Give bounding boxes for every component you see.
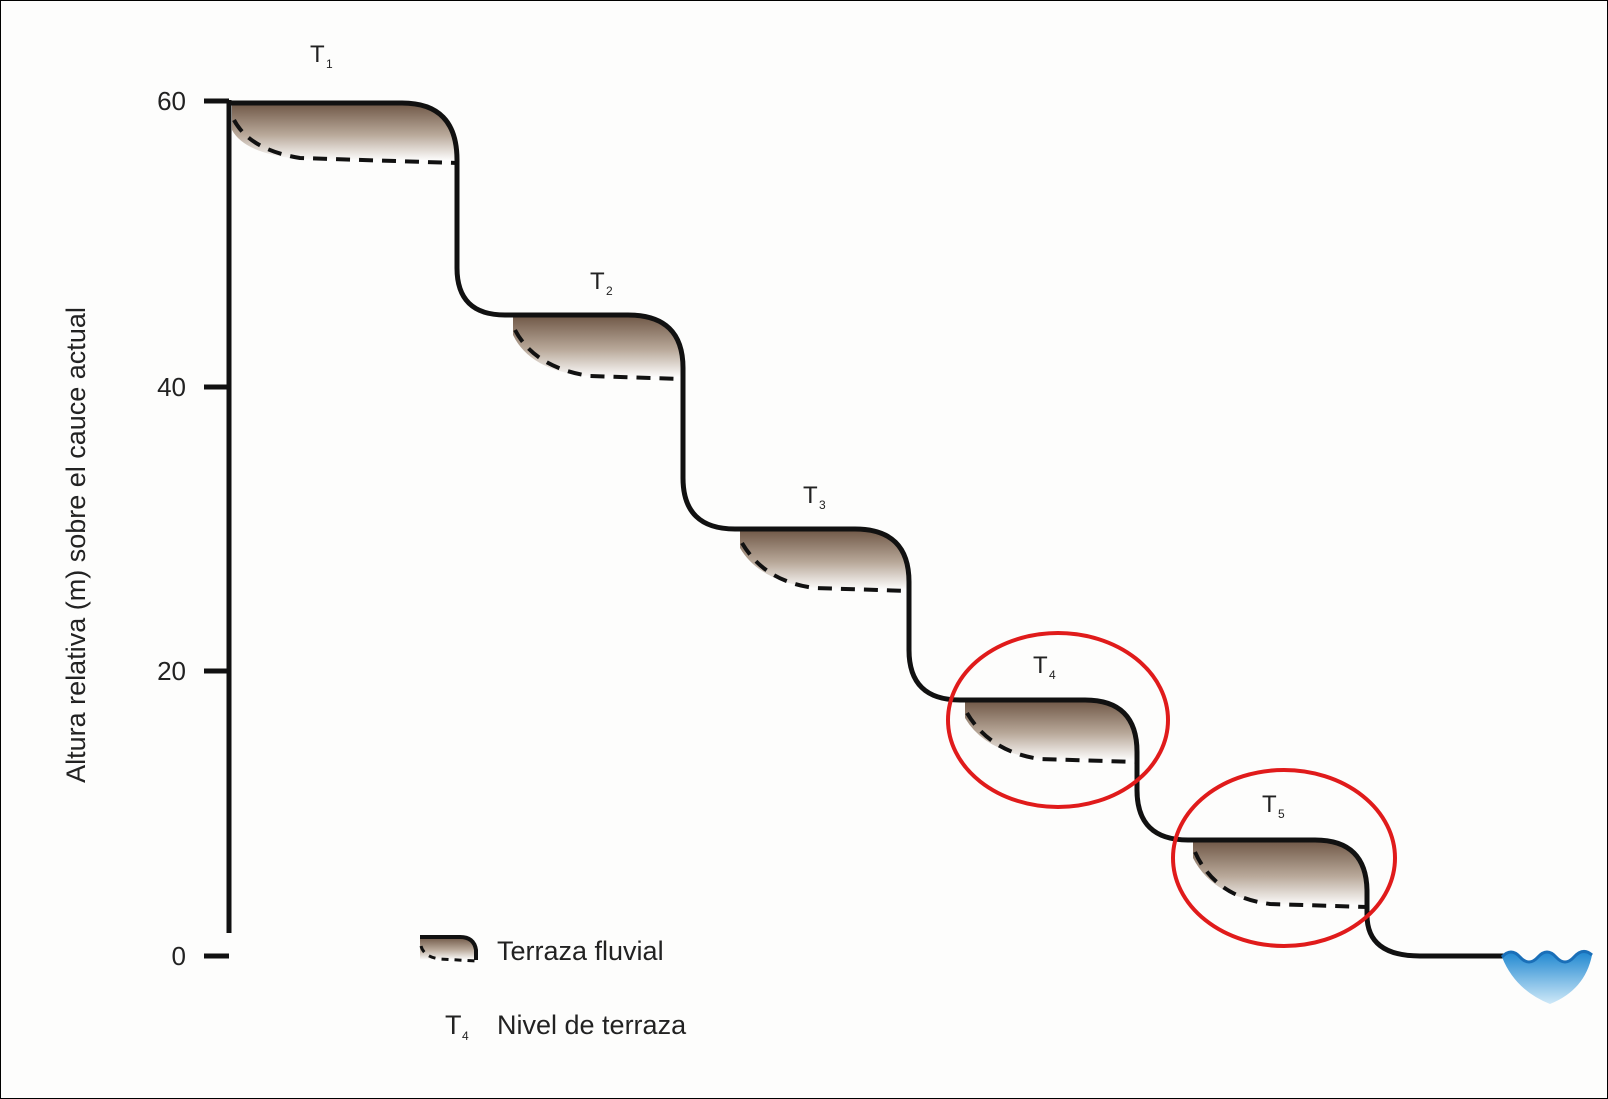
terrace-fill-4	[965, 700, 1137, 761]
terrace-label-1-sub: 1	[326, 57, 333, 71]
terrace-labels: T 1 T 2 T 3 T 4 T 5	[310, 41, 1285, 821]
terrace-fills	[232, 103, 1367, 906]
highlight-ellipse-t5	[1171, 768, 1397, 948]
terrace-fill-1	[232, 103, 457, 161]
terrace-label-5-sub: 5	[1278, 807, 1285, 821]
legend-level-sub: 4	[462, 1029, 469, 1043]
river-water-icon	[1502, 951, 1592, 1004]
terrace-base-2	[513, 329, 684, 381]
terrace-label-5: T 5	[1262, 791, 1285, 821]
terrace-bases	[232, 119, 1368, 909]
y-axis: 60 40 20 0 Altura relativa (m) sobre el …	[61, 86, 232, 971]
y-tick-label-40: 40	[157, 372, 186, 402]
legend-level-label: Nivel de terraza	[497, 1010, 687, 1040]
terrace-label-1: T 1	[310, 41, 333, 71]
terrace-label-4: T 4	[1033, 652, 1056, 682]
terrace-label-4-letter: T	[1033, 652, 1048, 679]
legend-terrace-swatch-icon	[419, 935, 478, 963]
highlight-ellipse-t4	[946, 631, 1170, 809]
legend: Terraza fluvial T 4 Nivel de terraza	[419, 935, 687, 1043]
y-tick-label-20: 20	[157, 656, 186, 686]
y-tick-label-60: 60	[157, 86, 186, 116]
legend-level-symbol: T	[445, 1010, 462, 1040]
y-axis-label: Altura relativa (m) sobre el cauce actua…	[61, 307, 91, 783]
terrace-base-1	[232, 119, 458, 165]
terrace-label-2: T 2	[590, 268, 613, 298]
terrace-label-3-letter: T	[803, 482, 818, 509]
terrace-label-3-sub: 3	[819, 498, 826, 512]
terrace-fill-2	[513, 315, 683, 378]
valley-profile	[229, 100, 1505, 959]
terrace-label-5-letter: T	[1262, 791, 1277, 818]
terrace-label-2-sub: 2	[606, 284, 613, 298]
terrace-label-4-sub: 4	[1049, 668, 1056, 682]
terrace-base-5	[1193, 851, 1368, 909]
terrace-label-2-letter: T	[590, 268, 605, 295]
terrace-label-1-letter: T	[310, 41, 325, 68]
y-tick-label-0: 0	[172, 941, 186, 971]
terrace-fill-3	[740, 529, 909, 590]
terrace-label-3: T 3	[803, 482, 826, 512]
terrace-base-3	[740, 541, 910, 593]
terrace-base-4	[965, 711, 1138, 764]
river-water-surface	[1500, 950, 1593, 964]
legend-terrace-label: Terraza fluvial	[497, 936, 664, 966]
terrace-fill-5	[1193, 840, 1367, 906]
